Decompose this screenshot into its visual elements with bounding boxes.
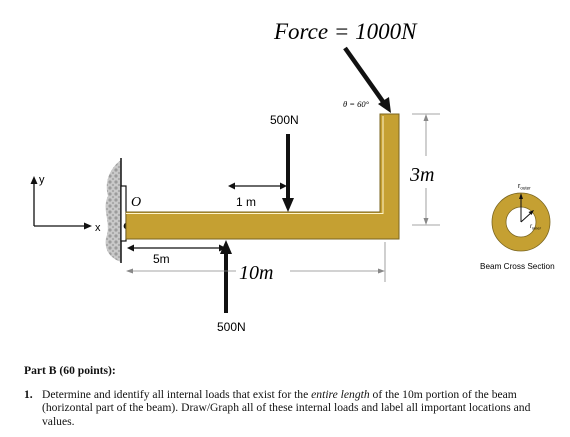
r-outer-subscript: outer (520, 186, 531, 191)
load-top-label: 500N (270, 113, 299, 127)
dimension-3m (412, 113, 440, 226)
question-text-part-1: Determine and identify all internal load… (42, 387, 312, 401)
l-shaped-beam (125, 113, 400, 240)
load-arrow-down (282, 134, 294, 212)
dimension-5m (127, 244, 226, 252)
axis-y-label: y (39, 174, 45, 186)
problem-statement: Part B (60 points): 1. Determine and ide… (24, 364, 554, 428)
origin-label: O (131, 195, 141, 210)
angled-force-arrow (343, 46, 391, 113)
load-arrow-up (220, 240, 232, 313)
question-text-part-2: of the 10m portion of the beam (horizont… (42, 387, 531, 428)
dim-1m-label: 1 m (236, 195, 256, 209)
question-number: 1. (24, 387, 33, 401)
r-inner-subscript: inner (532, 226, 542, 231)
axis-x-label: x (95, 222, 101, 234)
load-bottom-label: 500N (217, 320, 246, 334)
part-title: Part B (60 points): (24, 364, 116, 377)
r-outer-label: router (518, 183, 531, 191)
beam-inner-edge (126, 116, 384, 214)
force-label: Force = 1000N (273, 19, 418, 44)
question: 1. Determine and identify all internal l… (24, 388, 554, 429)
dimension-10m (126, 242, 386, 282)
beam-cross-section (491, 192, 551, 252)
wall-plate (120, 185, 127, 242)
dim-10m-label: 10m (239, 262, 273, 284)
question-text-emphasis: entire length (311, 387, 370, 401)
angle-label: θ = 60° (343, 99, 370, 109)
dimension-1m (228, 182, 287, 190)
r-inner-label: rinner (530, 224, 542, 231)
wall-support (105, 160, 121, 262)
coordinate-axes: y x (30, 174, 101, 234)
dim-5m-label: 5m (153, 252, 170, 266)
cross-section-label: Beam Cross Section (480, 262, 555, 271)
question-text: Determine and identify all internal load… (42, 388, 554, 429)
dim-3m-label: 3m (409, 164, 434, 186)
